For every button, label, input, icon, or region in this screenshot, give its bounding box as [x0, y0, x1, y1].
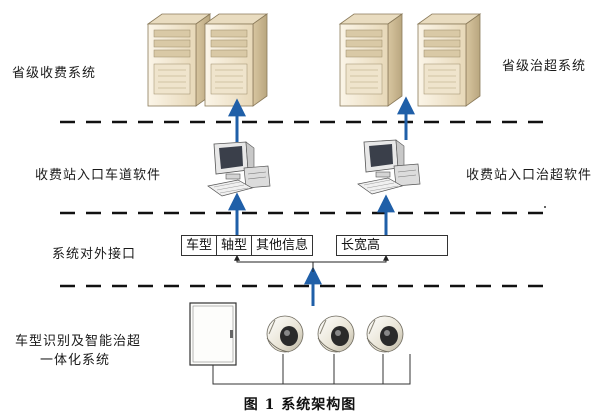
- interface-cell-dimensions: 长宽高: [341, 238, 381, 253]
- figure-caption: 图 1 系统架构图: [243, 397, 357, 413]
- interface-cell-other-info: 其他信息: [256, 238, 309, 253]
- equipment-cabinet-icon: [189, 302, 237, 366]
- desktop-computer-icon: [357, 139, 421, 195]
- interface-box-vehicle: 车型 轴型 其他信息: [181, 235, 314, 256]
- external-interface-label: 系统对外接口: [52, 247, 137, 262]
- dome-camera-icon: [366, 315, 404, 353]
- interface-box-dimensions: 长宽高: [336, 235, 448, 256]
- server-tower-icon: [147, 13, 211, 107]
- interface-cell-axle-type: 轴型: [217, 236, 253, 255]
- provincial-overload-label: 省级治超系统: [502, 59, 587, 74]
- provincial-toll-label: 省级收费系统: [12, 66, 97, 81]
- interface-cell-vehicle-type: 车型: [182, 236, 218, 255]
- dome-camera-icon: [317, 315, 355, 353]
- dome-camera-icon: [266, 315, 304, 353]
- server-tower-icon: [417, 13, 481, 107]
- server-tower-icon: [339, 13, 403, 107]
- connector-arrow: [234, 254, 314, 272]
- server-tower-icon: [204, 13, 268, 107]
- integrated-system-label-line2: 一体化系统: [40, 353, 111, 368]
- integrated-system-label-line1: 车型识别及智能治超: [15, 334, 142, 349]
- connector-arrow: [313, 254, 389, 263]
- desktop-computer-icon: [207, 141, 271, 197]
- device-bus-line: [212, 354, 411, 385]
- toll-lane-software-label: 收费站入口车道软件: [35, 168, 162, 183]
- overload-software-label: 收费站入口治超软件: [466, 168, 593, 183]
